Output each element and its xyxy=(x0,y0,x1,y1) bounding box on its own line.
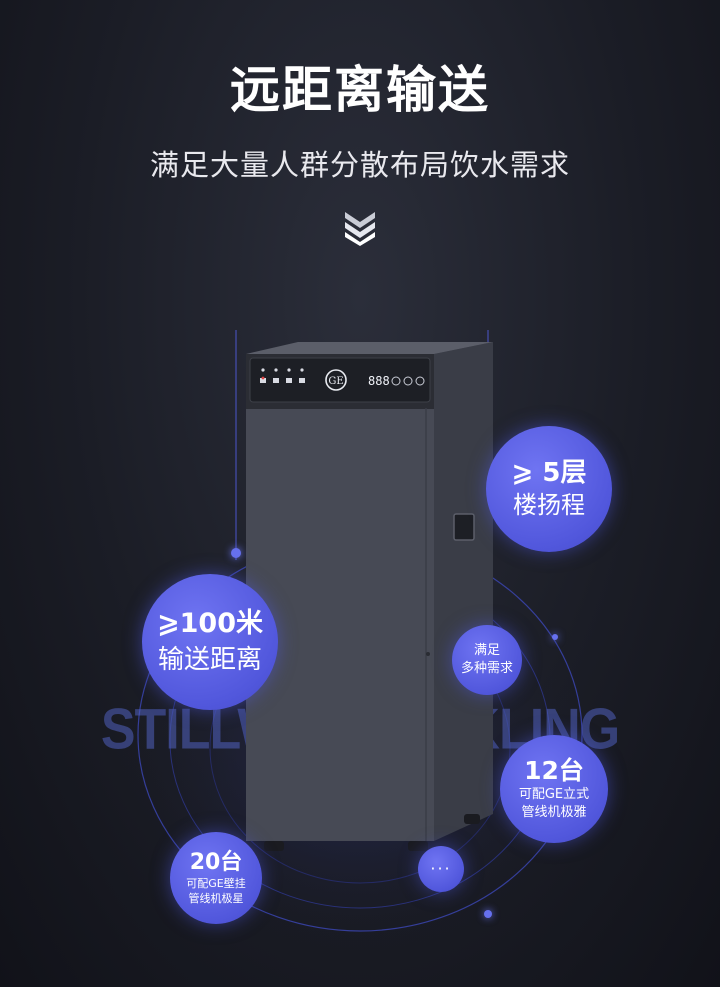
feature-label: 可配GE壁挂 xyxy=(186,877,246,890)
water-dispenser-cabinet: GE 888 xyxy=(246,342,493,851)
ellipsis-icon: ··· xyxy=(430,859,452,878)
glow-dot xyxy=(552,634,558,640)
feature-label: 多种需求 xyxy=(460,661,513,676)
feature-value: ⩾ 5层 xyxy=(511,458,587,488)
more-bubble: ··· xyxy=(418,846,464,892)
feature-label: 楼扬程 xyxy=(513,491,585,519)
page-subtitle: 满足大量人群分散布局饮水需求 xyxy=(149,148,570,182)
feature-bubble-distance: ⩾100米 输送距离 xyxy=(142,574,278,710)
feature-bubble-floors: ⩾ 5层 楼扬程 xyxy=(486,426,612,552)
feature-value: ⩾100米 xyxy=(157,608,263,639)
feature-label: 输送距离 xyxy=(157,645,262,675)
feature-label: 可配GE立式 xyxy=(518,787,590,802)
feature-bubble-12-units: 12台 可配GE立式 管线机极雅 xyxy=(500,735,608,843)
feature-bubble-needs: 满足 多种需求 xyxy=(452,625,522,695)
page-title: 远距离输送 xyxy=(230,61,490,119)
digital-display: 888 xyxy=(368,374,390,388)
chevron-down-icon xyxy=(345,212,375,246)
feature-label: 管线机极雅 xyxy=(521,805,587,820)
glow-dot xyxy=(231,548,241,558)
ge-logo: GE xyxy=(328,376,343,387)
feature-value: 20台 xyxy=(189,850,243,875)
feature-bubble-20-units: 20台 可配GE壁挂 管线机极星 xyxy=(170,832,262,924)
feature-value: 12台 xyxy=(524,756,584,785)
feature-label: 管线机极星 xyxy=(188,892,244,905)
glow-dot xyxy=(484,910,492,918)
feature-label: 满足 xyxy=(473,643,500,658)
